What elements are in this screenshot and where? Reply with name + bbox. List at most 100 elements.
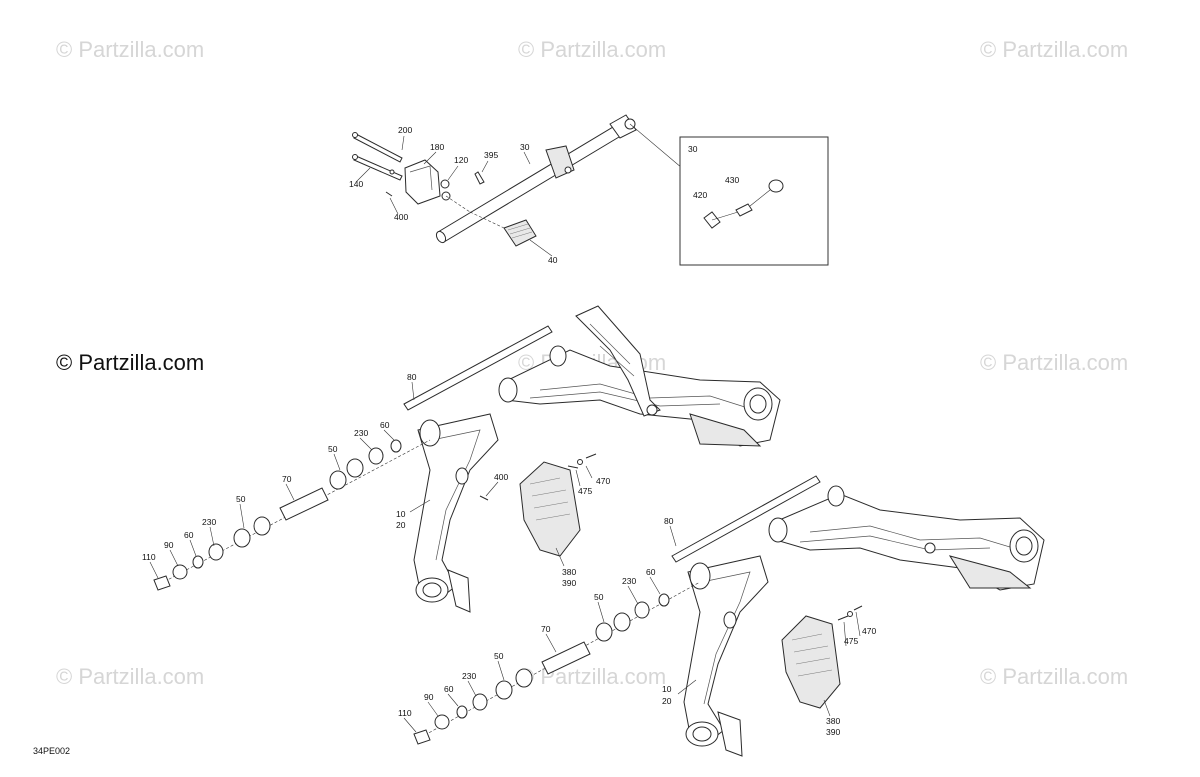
washer-90 <box>172 564 188 580</box>
arm-contour <box>799 535 991 551</box>
guard-ribs <box>791 633 833 677</box>
callout-label: 40 <box>548 255 558 265</box>
callout-label: 10 <box>662 684 672 694</box>
watermark: © Partzilla.com <box>980 37 1128 62</box>
callout-label: 470 <box>596 476 610 486</box>
a-arm-hub-bore <box>692 726 712 742</box>
shaft-80 <box>671 475 821 563</box>
leader-lines <box>355 135 553 257</box>
callout-label: 70 <box>282 474 292 484</box>
callout-label: 380 <box>562 567 576 577</box>
arm-bolt <box>924 542 936 554</box>
screw-395 <box>474 171 485 185</box>
bearing-50 <box>595 622 613 642</box>
bracket-detail <box>409 165 433 191</box>
screw-470 <box>853 605 863 611</box>
sleeve-70 <box>279 487 329 521</box>
callout-label: 390 <box>826 727 840 737</box>
lower-arm-assembly <box>413 475 1045 757</box>
callout-label: 80 <box>664 516 674 526</box>
a-arm-contour <box>431 429 481 561</box>
sway-bar-assembly <box>352 114 683 247</box>
bushing-cap <box>768 179 784 193</box>
watermark: © Partzilla.com <box>56 37 204 62</box>
detail-inset: 30 420 430 <box>679 136 829 266</box>
watermark: © Partzilla.com <box>56 664 204 689</box>
callout-label: 110 <box>398 708 412 718</box>
bearing-50 <box>253 516 271 536</box>
bearing-50 <box>346 458 364 478</box>
bracket-contour <box>589 323 635 377</box>
arm-pivot <box>498 377 518 403</box>
a-arm-bracket <box>447 569 471 613</box>
leader-lines <box>403 525 861 733</box>
inset-title: 30 <box>688 144 698 154</box>
bar-clamp-nut <box>564 166 572 174</box>
arm-contour <box>529 391 721 407</box>
seal-230 <box>368 447 384 465</box>
arm-pivot <box>827 485 845 507</box>
callout-label: 395 <box>484 150 498 160</box>
arm-pivot <box>549 345 567 367</box>
arm-hub-bore <box>1015 536 1033 556</box>
screw-475 <box>837 615 849 621</box>
watermark: © Partzilla.com <box>980 664 1128 689</box>
nut-110 <box>413 729 431 745</box>
bolt-head <box>352 154 358 160</box>
a-arm-contour <box>701 571 751 705</box>
callout-label: 230 <box>202 517 216 527</box>
seal-230 <box>208 543 224 561</box>
callout-label: 230 <box>354 428 368 438</box>
bearing-50 <box>233 528 251 548</box>
bearing-50 <box>613 612 631 632</box>
hidden-line <box>445 195 505 229</box>
seal-230 <box>634 601 650 619</box>
a-arm-pivot-inner <box>455 467 469 485</box>
screw-400 <box>385 191 393 197</box>
watermark: © Partzilla.com <box>518 37 666 62</box>
bracket-180 <box>404 159 441 205</box>
nut-120 <box>440 179 450 189</box>
washer-60 <box>192 555 204 569</box>
bolt-head <box>352 132 358 138</box>
callout-label: 400 <box>494 472 508 482</box>
callout-label: 50 <box>494 651 504 661</box>
callout-label: 390 <box>562 578 576 588</box>
callout-label: 50 <box>236 494 246 504</box>
diagram-code: 34PE002 <box>33 746 70 756</box>
callout-label: 50 <box>594 592 604 602</box>
a-arm-hub-bore <box>422 582 442 598</box>
a-arm-pivot <box>419 419 441 447</box>
callout-label: 430 <box>725 175 739 185</box>
arm-plate <box>689 413 762 447</box>
sleeve-70 <box>541 641 591 675</box>
callout-label: 475 <box>578 486 592 496</box>
washer <box>847 611 853 617</box>
callout-label: 90 <box>164 540 174 550</box>
upper-arm-callouts: 80 60 230 50 400 70 10 20 470 475 50 230… <box>142 372 610 588</box>
washer-60 <box>456 705 468 719</box>
callout-label: 110 <box>142 552 156 562</box>
bearing-50 <box>495 680 513 700</box>
a-arm-pivot-inner <box>723 611 737 629</box>
sleeve-430 <box>735 203 753 217</box>
callout-label: 80 <box>407 372 417 382</box>
screw-475 <box>567 465 579 469</box>
bearing-50 <box>515 668 533 688</box>
inset-pointer <box>629 123 683 169</box>
lower-arm-callouts: 80 60 230 50 70 50 230 60 90 110 10 20 4… <box>398 516 876 737</box>
callout-label: 70 <box>541 624 551 634</box>
bushing-40 <box>503 219 537 247</box>
bushing-detail <box>507 223 533 239</box>
shaft-80 <box>403 325 553 411</box>
sway-bar <box>437 117 635 243</box>
callout-label: 120 <box>454 155 468 165</box>
callout-label: 200 <box>398 125 412 135</box>
watermark: © Partzilla.com <box>980 350 1128 375</box>
watermarks: © Partzilla.com © Partzilla.com © Partzi… <box>56 37 1128 689</box>
washer-60 <box>658 593 670 607</box>
screw-400 <box>479 495 489 501</box>
bearing-50 <box>329 470 347 490</box>
callout-label: 420 <box>693 190 707 200</box>
